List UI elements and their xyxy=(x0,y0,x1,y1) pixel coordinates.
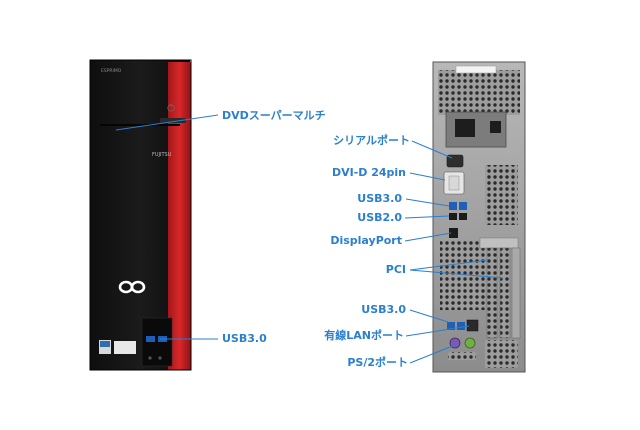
displayport-port xyxy=(449,228,458,238)
front-usb-port xyxy=(146,336,155,342)
label-lan: 有線LANポート xyxy=(324,329,404,342)
mic-jack xyxy=(158,356,162,360)
label-usb30-top: USB3.0 xyxy=(357,192,402,205)
pci-slot-cover xyxy=(499,247,511,339)
fan-grille xyxy=(438,70,520,115)
usb30-port xyxy=(457,322,465,330)
power-button xyxy=(167,103,175,112)
headphone-jack xyxy=(148,356,152,360)
label-pci: PCI xyxy=(385,263,406,276)
label-usb-front: USB3.0 xyxy=(222,332,267,345)
lan-port xyxy=(466,319,479,332)
label-usb30-bottom: USB3.0 xyxy=(361,303,406,316)
power-inlet xyxy=(455,119,475,137)
label-usb20: USB2.0 xyxy=(357,211,402,224)
label-ps2: PS/2ポート xyxy=(347,356,408,369)
os-sticker xyxy=(114,341,136,354)
eject-button xyxy=(160,118,186,123)
front-chassis xyxy=(89,59,192,371)
power-switch xyxy=(490,121,501,133)
usb30-port xyxy=(459,202,467,210)
rear-chassis xyxy=(432,61,526,373)
label-dvd: DVDスーパーマルチ xyxy=(222,109,326,122)
pci-slot-cover xyxy=(486,247,498,339)
ps2-mouse-port xyxy=(464,337,476,349)
label-serial: シリアルポート xyxy=(333,134,410,147)
label-dvi: DVI-D 24pin xyxy=(331,166,406,179)
dvd-drive-slot xyxy=(100,124,180,126)
usb30-port xyxy=(449,202,457,210)
brand-top-text: ESPRIMO xyxy=(101,68,122,74)
usb20-port xyxy=(459,213,467,220)
usb20-port xyxy=(449,213,457,220)
label-displayport: DisplayPort xyxy=(330,234,402,247)
serial-sticker xyxy=(455,65,497,74)
usb30-port xyxy=(447,322,455,330)
fujitsu-logo xyxy=(118,280,146,294)
side-vent xyxy=(485,165,518,225)
brand-side-text: FUJITSU xyxy=(152,152,172,158)
leader-lines xyxy=(115,114,504,364)
